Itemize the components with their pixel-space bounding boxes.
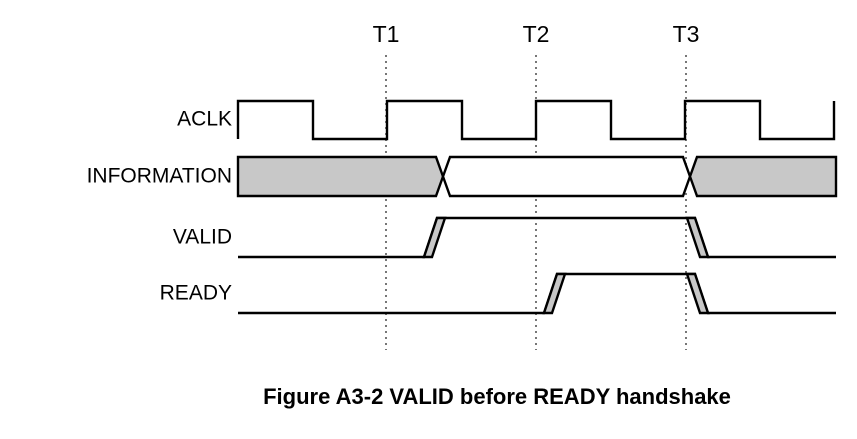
valid-falling-edge-shade xyxy=(685,216,710,259)
waveform-ready xyxy=(238,272,836,315)
valid-rising-edge-shade xyxy=(422,216,447,259)
signal-label-valid: VALID xyxy=(173,226,232,249)
aclk-wave-path xyxy=(236,99,836,141)
signal-label-information: INFORMATION xyxy=(87,165,232,188)
ready-rising-edge-shade xyxy=(542,272,567,315)
valid-wave-path xyxy=(238,216,836,259)
time-marker-label-t2: T2 xyxy=(523,21,550,47)
information-bus-segment-shaded-1 xyxy=(236,155,445,198)
signal-label-aclk: ACLK xyxy=(177,108,232,131)
ready-wave-path xyxy=(238,272,836,315)
information-bus-segment-open xyxy=(441,155,692,198)
ready-falling-edge-shade xyxy=(685,272,710,315)
information-bus-segment-shaded-2 xyxy=(688,155,838,198)
time-marker-labels: T1 T2 T3 xyxy=(373,21,700,47)
waveform-valid xyxy=(238,216,836,259)
waveform-aclk xyxy=(236,99,836,141)
time-marker-label-t3: T3 xyxy=(673,21,700,47)
signal-label-ready: READY xyxy=(160,282,232,305)
waveform-information xyxy=(236,155,838,198)
time-marker-lines xyxy=(385,55,687,350)
figure-caption: Figure A3-2 VALID before READY handshake xyxy=(263,384,731,409)
signal-labels: ACLK INFORMATION VALID READY xyxy=(87,108,232,305)
time-marker-label-t1: T1 xyxy=(373,21,400,47)
